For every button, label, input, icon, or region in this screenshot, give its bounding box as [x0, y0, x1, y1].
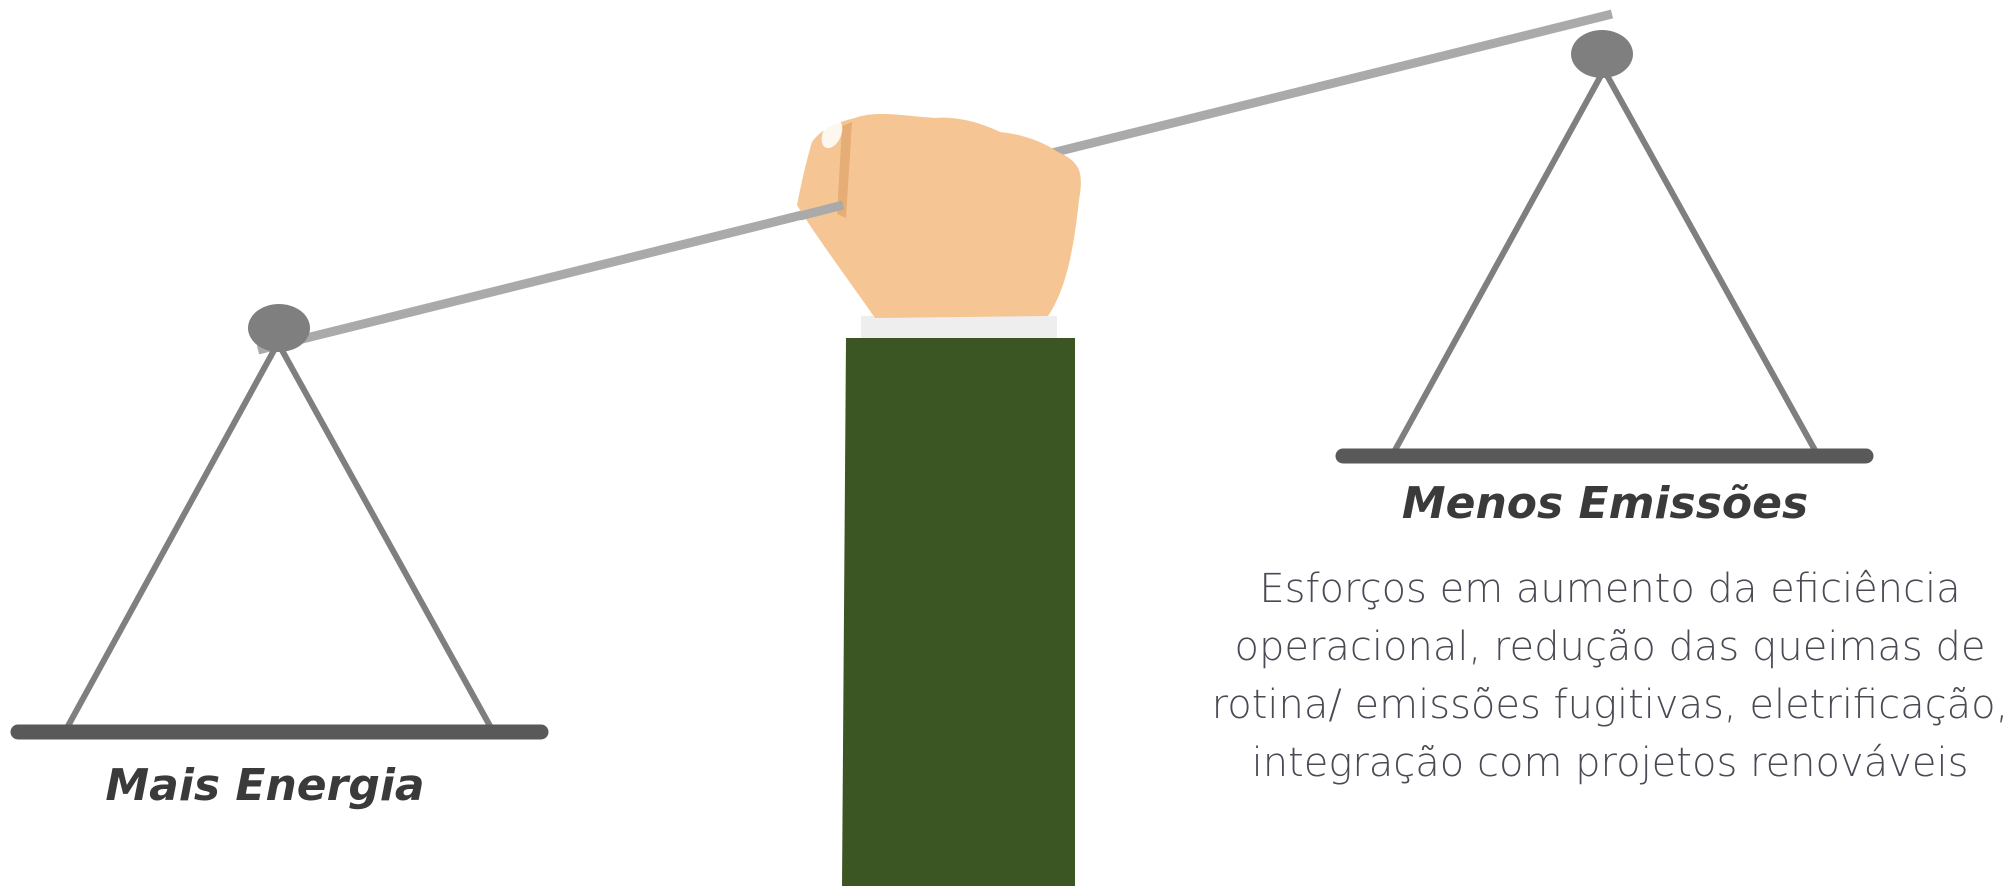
right-chain-right — [1601, 68, 1819, 454]
right-scale-pan — [1335, 30, 1874, 464]
fist-holding-beam-icon — [797, 113, 1081, 318]
description-line: integração com projetos renováveis — [1251, 740, 1969, 786]
fist-back — [797, 113, 1081, 318]
description-line: Esforços em aumento da eficiência — [1259, 566, 1961, 612]
left-chain-left — [65, 341, 281, 728]
right-chain-left — [1391, 68, 1607, 454]
description-line: rotina/ emissões fugitivas, eletrificaçã… — [1211, 682, 2009, 728]
thumbnail — [821, 119, 843, 149]
left-chain-right — [275, 341, 493, 728]
left-pan-label: Mais Energia — [105, 760, 425, 811]
shirt-cuff — [861, 316, 1057, 338]
right-pan-label: Menos Emissões — [1401, 478, 1809, 529]
thumb-edge — [837, 122, 852, 218]
right-pan-description: Esforços em aumento da eficiência operac… — [1210, 560, 2010, 792]
description-line: operacional, redução das queimas de — [1234, 624, 1986, 670]
left-scale-pan — [10, 304, 549, 740]
left-pivot-knob — [248, 304, 310, 352]
right-pivot-knob — [1571, 30, 1633, 78]
beam-grip-segment — [798, 200, 845, 221]
sleeve — [842, 338, 1075, 886]
